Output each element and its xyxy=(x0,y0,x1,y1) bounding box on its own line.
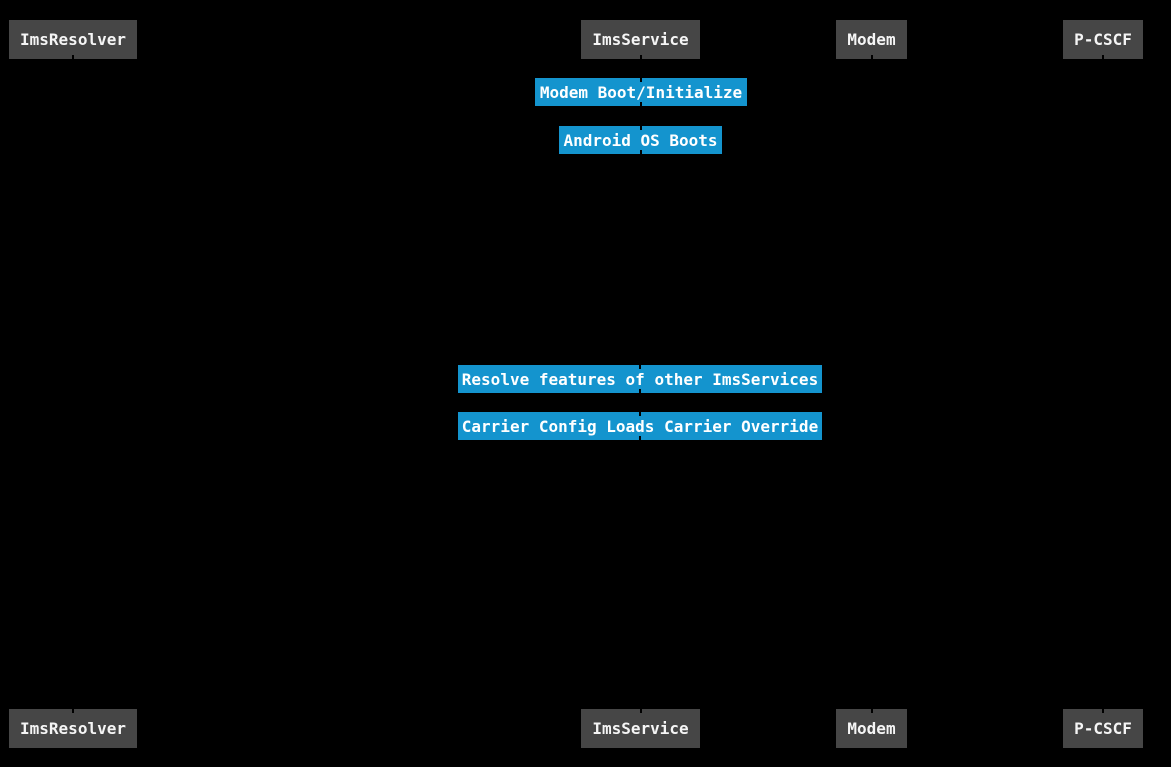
participant-label: P-CSCF xyxy=(1074,719,1132,738)
lifeline-tick xyxy=(639,125,642,130)
lifeline-tick xyxy=(639,436,641,441)
lifeline-tick xyxy=(639,389,641,394)
lifeline-tick xyxy=(870,55,873,60)
lifeline-imsresolver xyxy=(72,57,74,711)
participant-label: Modem xyxy=(847,719,896,738)
note-android-os-boots: Android OS Boots xyxy=(559,125,722,155)
lifeline-modem xyxy=(870,57,872,711)
lifeline-tick xyxy=(870,708,873,713)
participant-modem-bottom: Modem xyxy=(836,708,907,748)
participant-label: P-CSCF xyxy=(1074,30,1132,49)
note-label: Carrier Config Loads Carrier Override xyxy=(461,416,819,436)
lifeline-tick xyxy=(1102,55,1104,60)
participant-label: ImsService xyxy=(592,719,689,738)
participant-label: ImsService xyxy=(592,30,689,49)
lifeline-tick xyxy=(639,411,641,416)
lifeline-tick xyxy=(639,55,642,60)
lifeline-tick xyxy=(72,55,74,60)
participant-pcscf-bottom: P-CSCF xyxy=(1063,708,1143,748)
note-resolve-features: Resolve features of other ImsServices xyxy=(458,364,822,394)
lifeline-tick xyxy=(640,102,642,107)
lifeline-pcscf xyxy=(1102,57,1104,711)
participant-imsservice-top: ImsService xyxy=(581,20,700,60)
participant-label: Modem xyxy=(847,30,896,49)
participant-modem-top: Modem xyxy=(836,20,907,60)
lifeline-tick xyxy=(1102,708,1104,713)
lifeline-tick xyxy=(640,77,642,82)
participant-pcscf-top: P-CSCF xyxy=(1063,20,1143,60)
lifeline-tick xyxy=(639,150,642,155)
note-label: Modem Boot/Initialize xyxy=(539,82,743,102)
note-modem-boot-initialize: Modem Boot/Initialize xyxy=(535,77,747,107)
note-carrier-config-loads: Carrier Config Loads Carrier Override xyxy=(458,411,822,441)
note-label: Resolve features of other ImsServices xyxy=(461,369,819,389)
lifeline-tick xyxy=(639,708,642,713)
participant-imsservice-bottom: ImsService xyxy=(581,708,700,748)
participant-imsresolver-top: ImsResolver xyxy=(9,20,137,60)
participant-imsresolver-bottom: ImsResolver xyxy=(9,708,137,748)
lifeline-tick xyxy=(639,364,641,369)
note-label: Android OS Boots xyxy=(563,130,718,150)
participant-label: ImsResolver xyxy=(20,30,126,49)
participant-label: ImsResolver xyxy=(20,719,126,738)
lifeline-tick xyxy=(72,708,74,713)
